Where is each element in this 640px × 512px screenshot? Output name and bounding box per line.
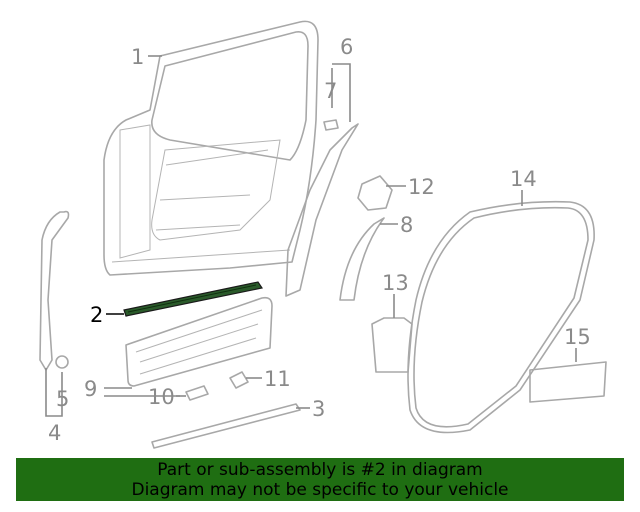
grommet-part: [55, 355, 69, 369]
callout-3: 3: [312, 397, 325, 421]
panel-part: [529, 361, 607, 403]
callout-13: 13: [382, 271, 409, 295]
callout-4: 4: [48, 421, 61, 445]
callout-12: 12: [408, 175, 435, 199]
callout-9: 9: [84, 377, 97, 401]
callout-6: 6: [340, 35, 353, 59]
bracket-13-part: [371, 317, 413, 373]
callout-11: 11: [264, 367, 291, 391]
callout-15: 15: [564, 325, 591, 349]
lower-sill-strip-part: [151, 403, 301, 449]
door-weatherstrip-part: [407, 200, 595, 434]
banner-line-2: Diagram may not be specific to your vehi…: [131, 480, 509, 500]
bracket-part: [357, 175, 393, 211]
banner-line-1: Part or sub-assembly is #2 in diagram: [157, 460, 483, 480]
front-seal-strip-part: [39, 210, 70, 371]
small-clip-part: [185, 385, 209, 401]
info-banner: Part or sub-assembly is #2 in diagram Di…: [16, 458, 624, 501]
belt-weatherstrip-part: [123, 281, 263, 317]
callout-1: 1: [131, 45, 144, 69]
callout-2: 2: [90, 303, 103, 327]
callout-8: 8: [400, 213, 413, 237]
curved-garnish-part: [339, 217, 385, 301]
callout-5: 5: [56, 387, 69, 411]
callout-14: 14: [510, 167, 537, 191]
clip-11-part: [229, 371, 249, 389]
door-frame-part: [103, 20, 319, 276]
callout-7: 7: [324, 79, 337, 103]
pillar-garnish-part: [285, 123, 359, 297]
parts-diagram: 1 2 3 4 5 6 7 8 9 10 11 12 13 14 15: [39, 20, 607, 449]
leader-lines: [45, 55, 577, 417]
callout-10: 10: [148, 385, 175, 409]
clip-part: [323, 119, 339, 131]
door-trim-panel-part: [125, 296, 273, 387]
